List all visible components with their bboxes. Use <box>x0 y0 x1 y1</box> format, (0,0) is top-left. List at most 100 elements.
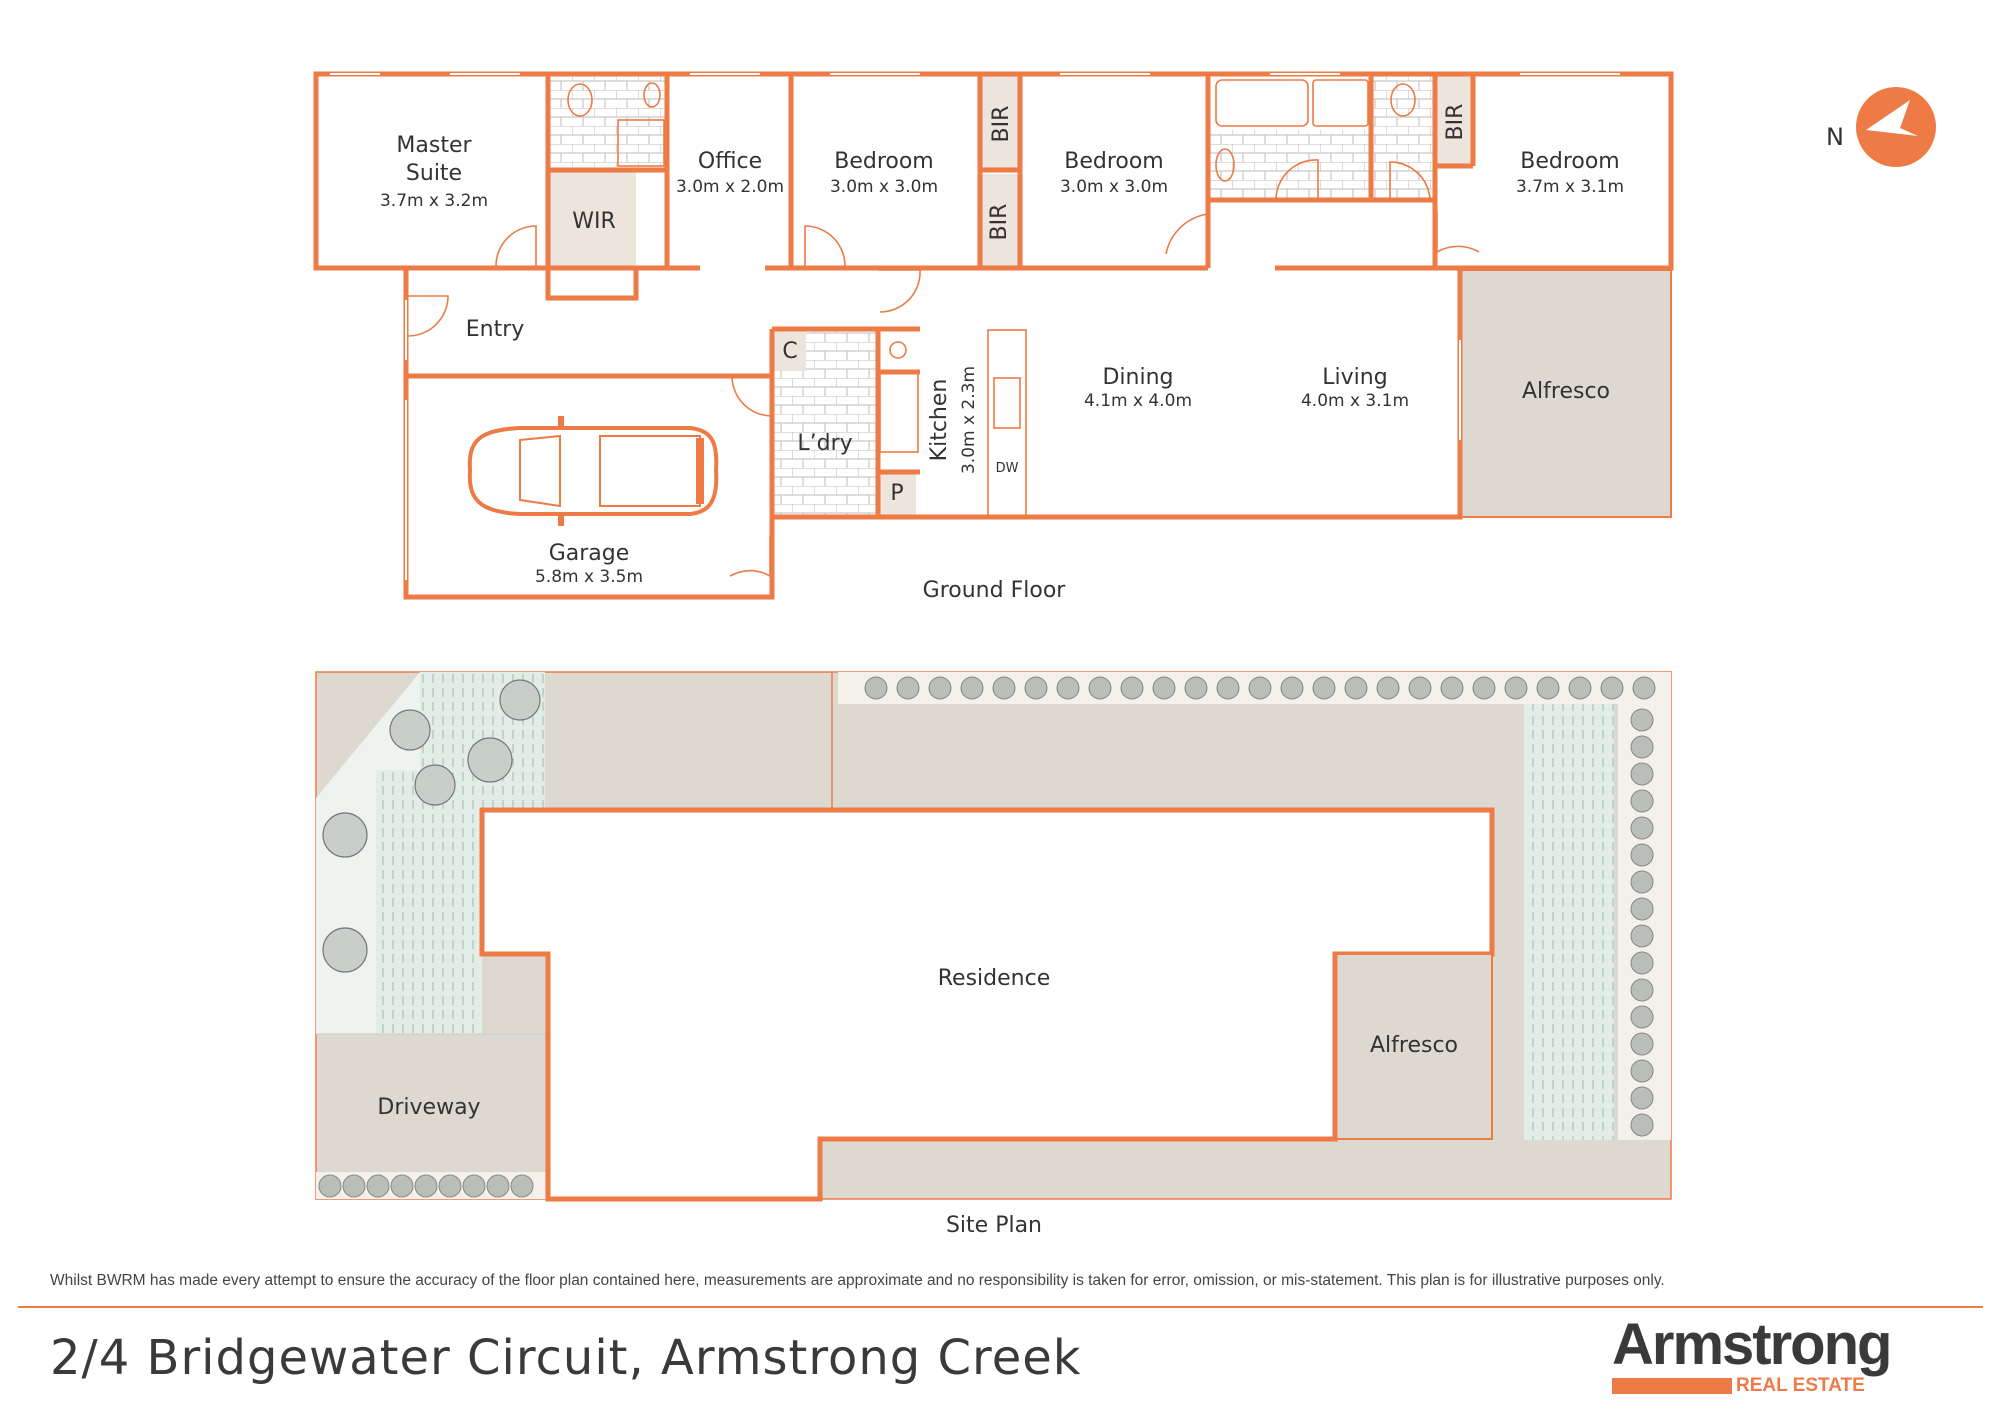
shrub-icon <box>1630 1032 1654 1056</box>
shrub-icon <box>510 1174 534 1198</box>
hedge-shrubs <box>318 676 1656 1198</box>
logo-subtitle: REAL ESTATE <box>1736 1375 1865 1396</box>
shrub-icon <box>1630 708 1654 732</box>
room-label-garage: Garage <box>549 541 630 566</box>
shrub-icon <box>1504 676 1528 700</box>
shrub-icon <box>1216 676 1240 700</box>
shrub-icon <box>992 676 1016 700</box>
room-label-cupboard: C <box>782 339 797 364</box>
shrub-icon <box>1630 978 1654 1002</box>
room-label-alfresco: Alfresco <box>1522 379 1610 404</box>
shrub-icon <box>928 676 952 700</box>
shrub-icon <box>486 1174 510 1198</box>
shrub-icon <box>390 1174 414 1198</box>
shrub-icon <box>1630 1005 1654 1029</box>
alfresco-area <box>1459 269 1672 518</box>
shrub-icon <box>1630 870 1654 894</box>
shrub-icon <box>1472 676 1496 700</box>
shrub-icon <box>864 676 888 700</box>
shrub-icon <box>1630 816 1654 840</box>
logo-wordmark: Armstrong <box>1612 1312 1892 1377</box>
shrub-icon <box>1630 951 1654 975</box>
site-plan: Residence Alfresco Driveway Site Plan <box>315 671 1672 1238</box>
property-address: 2/4 Bridgewater Circuit, Armstrong Creek <box>50 1330 1082 1386</box>
shrub-icon <box>1568 676 1592 700</box>
shrub-icon <box>1408 676 1432 700</box>
shrub-icon <box>462 1174 486 1198</box>
ground-floor-caption: Ground Floor <box>923 578 1067 603</box>
room-label-master-2: Suite <box>406 161 462 186</box>
room-label-bir: BIR <box>987 204 1012 241</box>
room-label-kitchen: Kitchen <box>927 379 952 462</box>
shrub-icon <box>1630 762 1654 786</box>
ground-floor-plan: Master Suite 3.7m x 3.2m WIR Office 3.0m… <box>313 71 1674 603</box>
shrub-icon <box>342 1174 366 1198</box>
wir-area <box>550 170 636 268</box>
room-size-living: 4.0m x 3.1m <box>1301 391 1409 411</box>
room-label-wir: WIR <box>572 209 616 234</box>
shrub-icon <box>366 1174 390 1198</box>
shrub-icon <box>1630 735 1654 759</box>
bir-area <box>982 174 1018 268</box>
site-label-alfresco: Alfresco <box>1370 1033 1458 1058</box>
shrub-icon <box>1536 676 1560 700</box>
car-icon <box>467 416 719 526</box>
room-label-bedroom: Bedroom <box>834 149 934 174</box>
shrub-icon <box>1630 1113 1654 1137</box>
room-size-bedroom: 3.0m x 3.0m <box>830 177 938 197</box>
room-label-office: Office <box>698 149 762 174</box>
room-label-bir: BIR <box>989 106 1014 143</box>
shrub-icon <box>1056 676 1080 700</box>
room-size-office: 3.0m x 2.0m <box>676 177 784 197</box>
shrub-icon <box>896 676 920 700</box>
room-size-bedroom: 3.7m x 3.1m <box>1516 177 1624 197</box>
shrub-icon <box>1630 789 1654 813</box>
room-label-pantry: P <box>890 481 903 506</box>
residence-footprint <box>479 807 1495 1202</box>
shrub-icon <box>1630 897 1654 921</box>
shrub-icon <box>1152 676 1176 700</box>
plant-icon <box>322 679 541 973</box>
room-size-master: 3.7m x 3.2m <box>380 191 488 211</box>
shrub-icon <box>1630 924 1654 948</box>
pantry-area <box>878 472 916 516</box>
shrub-icon <box>414 1174 438 1198</box>
shrub-icon <box>1280 676 1304 700</box>
shrub-icon <box>1344 676 1368 700</box>
shrub-icon <box>1376 676 1400 700</box>
north-compass: N <box>1826 87 1936 167</box>
shrub-icon <box>1024 676 1048 700</box>
cupboard-area <box>774 331 806 371</box>
shrub-icon <box>1312 676 1336 700</box>
room-label-bedroom: Bedroom <box>1520 149 1620 174</box>
shrub-icon <box>1088 676 1112 700</box>
room-label-laundry: L’dry <box>797 431 852 456</box>
compass-north-label: N <box>1826 123 1844 151</box>
room-label-bedroom: Bedroom <box>1064 149 1164 174</box>
shrub-icon <box>1184 676 1208 700</box>
shrub-icon <box>960 676 984 700</box>
shrub-icon <box>318 1174 342 1198</box>
shrub-icon <box>1600 676 1624 700</box>
footer-divider <box>18 1306 1983 1308</box>
shrub-icon <box>1630 843 1654 867</box>
shrub-icon <box>1630 1086 1654 1110</box>
room-label-dining: Dining <box>1102 365 1173 390</box>
site-label-driveway: Driveway <box>377 1095 480 1120</box>
site-label-residence: Residence <box>938 966 1050 991</box>
room-size-bedroom: 3.0m x 3.0m <box>1060 177 1168 197</box>
room-label-living: Living <box>1322 365 1387 390</box>
bir-area <box>982 76 1018 170</box>
site-plan-caption: Site Plan <box>946 1213 1042 1238</box>
shrub-icon <box>1120 676 1144 700</box>
room-label-bir: BIR <box>1443 104 1468 141</box>
room-size-kitchen: 3.0m x 2.3m <box>959 366 979 474</box>
dishwasher-label: DW <box>996 461 1019 476</box>
shrub-icon <box>1632 676 1656 700</box>
room-size-dining: 4.1m x 4.0m <box>1084 391 1192 411</box>
room-label-entry: Entry <box>466 317 525 342</box>
room-label-master: Master <box>396 133 472 158</box>
shrub-icon <box>1248 676 1272 700</box>
shrub-icon <box>1440 676 1464 700</box>
